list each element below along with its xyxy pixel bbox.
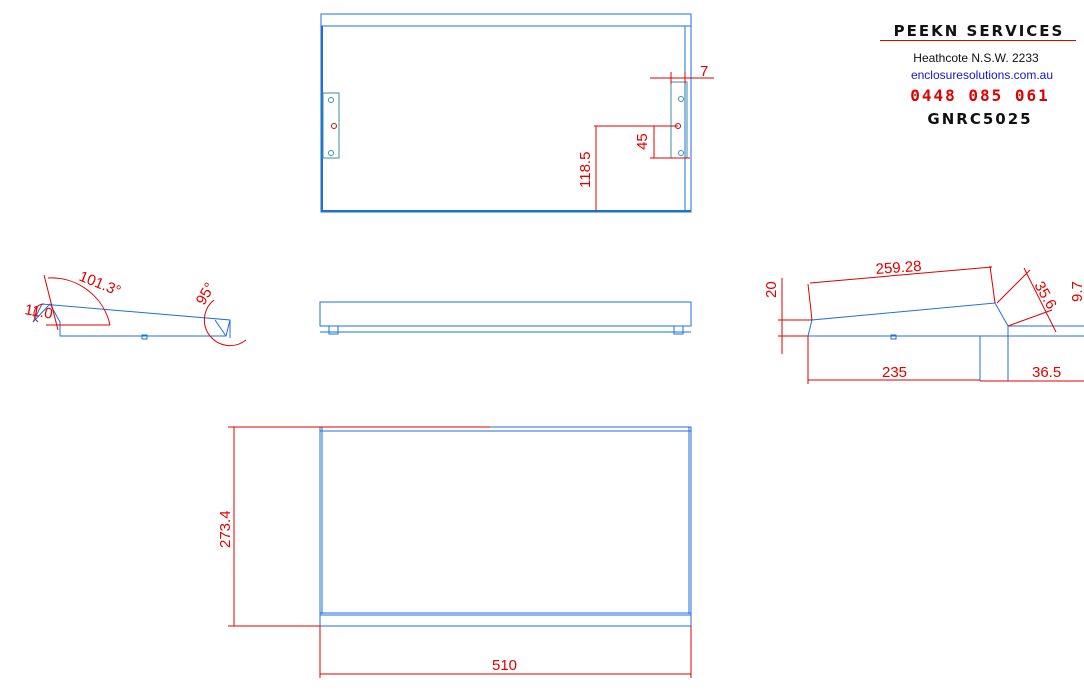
angle-101-arc	[47, 277, 111, 326]
left-bracket-hole-bottom	[328, 150, 334, 156]
left-bracket	[322, 92, 340, 159]
left-side-top-line	[32, 303, 231, 338]
dim-235-label: 235	[882, 364, 907, 381]
dim-510-label: 510	[492, 657, 517, 674]
dim-273-label: 273.4	[217, 510, 234, 548]
dim-36-label: 36.5	[1032, 364, 1061, 381]
top-view-outer	[320, 13, 692, 213]
dim-35-label: 35.6	[1031, 279, 1060, 313]
front-view-foot-right	[673, 325, 684, 335]
dim-20-label: 20	[763, 281, 780, 298]
dim-45-label: 45	[634, 133, 651, 150]
company-website[interactable]: enclosuresolutions.com.au	[910, 68, 1054, 82]
left-side-view: 101.3° 11.0 95°	[23, 268, 247, 347]
part-number: GNRC5025	[927, 110, 1033, 128]
dim-35-line	[1023, 267, 1057, 333]
dim-259-label: 259.28	[875, 258, 922, 278]
left-bracket-hole-top	[328, 97, 334, 103]
right-bracket-hole-bottom	[678, 150, 684, 156]
angle-95-arc	[203, 299, 247, 347]
front-view	[319, 301, 692, 335]
front-view-body	[319, 301, 692, 327]
company-phone: 0448 085 061	[910, 86, 1050, 105]
angle-11-label: 11.0	[23, 301, 54, 323]
plan-view-outer	[319, 426, 692, 627]
right-bracket-hole-top	[678, 96, 684, 102]
dim-259-line	[809, 266, 993, 284]
profile-top-line	[807, 302, 1009, 337]
front-view-foot-left	[328, 325, 339, 335]
dim-9-label: 9.7	[1069, 281, 1084, 302]
dim-7-label: 7	[700, 63, 708, 80]
title-divider	[880, 40, 1076, 41]
angle-101-label: 101.3°	[77, 268, 124, 300]
angle-95-label: 95°	[193, 280, 219, 308]
profile-view: 259.28 20 35.6 9.7 235 36.5	[763, 258, 1084, 384]
top-view: 7 45 118.5	[320, 13, 714, 213]
company-name: PEEKN SERVICES	[893, 22, 1065, 40]
dim-118-label: 118.5	[577, 152, 594, 188]
plan-view: 273.4 510	[217, 426, 692, 678]
company-address: Heathcote N.S.W. 2233	[913, 51, 1039, 65]
left-bracket-hole-mid	[331, 123, 337, 129]
